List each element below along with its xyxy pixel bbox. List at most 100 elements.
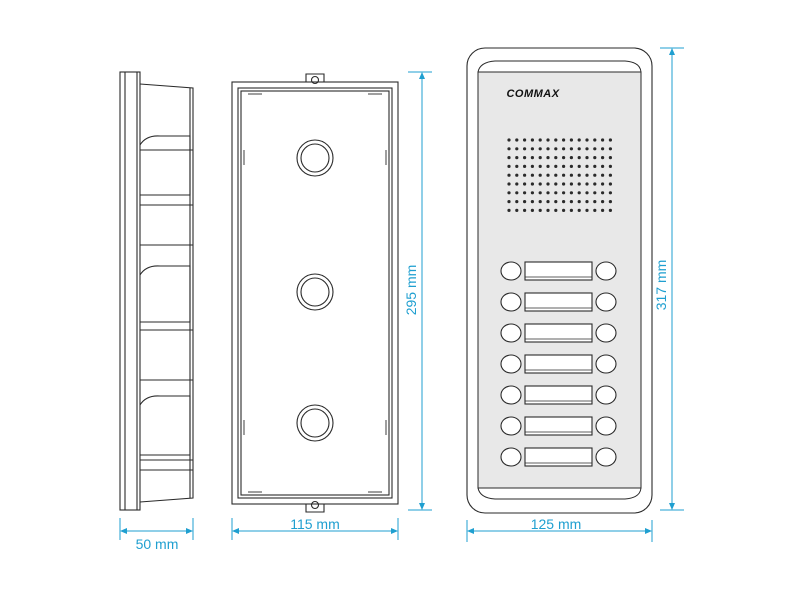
speaker-hole [554,208,558,212]
button-row [500,447,617,467]
name-plate [524,323,593,343]
call-button-left[interactable] [500,354,522,374]
speaker-hole [562,164,566,168]
call-button-left[interactable] [500,292,522,312]
speaker-hole [569,208,574,212]
top-screw-hole [310,75,320,85]
call-button-right[interactable] [595,323,617,343]
speaker-hole [523,138,527,142]
label-panel-height: 317 mm [653,260,669,311]
speaker-hole [538,173,542,177]
speaker-hole [577,138,581,142]
speaker-hole [569,156,574,160]
speaker-hole [593,156,597,160]
speaker-hole [515,208,519,212]
speaker-hole [538,208,542,212]
button-rows [500,261,617,467]
speaker-hole [593,164,597,168]
button-row [500,385,617,405]
call-button-right[interactable] [595,292,617,312]
speaker-hole [601,200,605,204]
speaker-hole [523,147,527,151]
call-button-right[interactable] [595,447,617,467]
button-row [500,261,617,281]
label-side-depth: 50 mm [136,536,179,552]
speaker-hole [593,147,597,151]
speaker-hole [569,182,574,186]
speaker-hole [546,156,550,160]
speaker-hole [608,182,613,186]
call-button-left[interactable] [500,416,522,436]
call-button-right[interactable] [595,261,617,281]
speaker-hole [593,191,597,195]
speaker-hole [554,147,558,151]
speaker-hole [554,138,558,142]
speaker-hole [601,156,605,160]
back-box-corner-marks [243,93,387,493]
speaker-hole [569,173,574,177]
side-box-body [139,83,194,503]
speaker-hole [546,200,550,204]
name-plate [524,385,593,405]
speaker-hole [507,191,511,195]
name-plate [524,447,593,467]
side-ribs [140,149,193,471]
speaker-hole [562,200,566,204]
speaker-hole [577,164,581,168]
call-button-right[interactable] [595,416,617,436]
speaker-hole [538,156,542,160]
speaker-hole [523,156,527,160]
speaker-hole [538,138,542,142]
dim-panel-height [660,47,684,511]
speaker-hole [515,191,519,195]
speaker-hole [562,156,566,160]
knockout-hole-3 [296,404,334,442]
speaker-hole [608,156,613,160]
back-box-inner [237,87,393,499]
speaker-hole [585,173,589,177]
speaker-hole [593,200,597,204]
speaker-hole [507,200,511,204]
speaker-hole [562,208,566,212]
speaker-hole [530,147,535,151]
speaker-hole [530,208,535,212]
speaker-hole [585,138,589,142]
speaker-hole [546,138,550,142]
front-panel-view: COMMAX [466,47,653,514]
speaker-hole [538,164,542,168]
name-plate [524,261,593,281]
call-button-left[interactable] [500,447,522,467]
speaker-hole [523,191,527,195]
call-button-left[interactable] [500,385,522,405]
speaker-hole [538,200,542,204]
speaker-hole [538,147,542,151]
call-button-left[interactable] [500,323,522,343]
speaker-hole [593,182,597,186]
speaker-hole [554,156,558,160]
speaker-hole [554,173,558,177]
call-button-left[interactable] [500,261,522,281]
speaker-hole [593,138,597,142]
speaker-hole [523,208,527,212]
speaker-hole [569,164,574,168]
call-button-right[interactable] [595,385,617,405]
knockout-hole-2 [296,273,334,311]
speaker-hole [515,164,519,168]
speaker-hole [585,156,589,160]
label-panel-width: 125 mm [531,516,582,532]
speaker-hole [577,147,581,151]
speaker-hole [515,173,519,177]
speaker-hole [585,191,589,195]
call-button-right[interactable] [595,354,617,374]
top-cap-curve [477,60,642,73]
speaker-hole [546,208,550,212]
brand-logo: COMMAX [506,88,559,100]
button-row [500,416,617,436]
speaker-hole [546,173,550,177]
speaker-hole [546,164,550,168]
knockout-hole-1 [296,139,334,177]
speaker-hole [507,147,511,151]
speaker-hole [530,164,535,168]
speaker-hole [601,147,605,151]
